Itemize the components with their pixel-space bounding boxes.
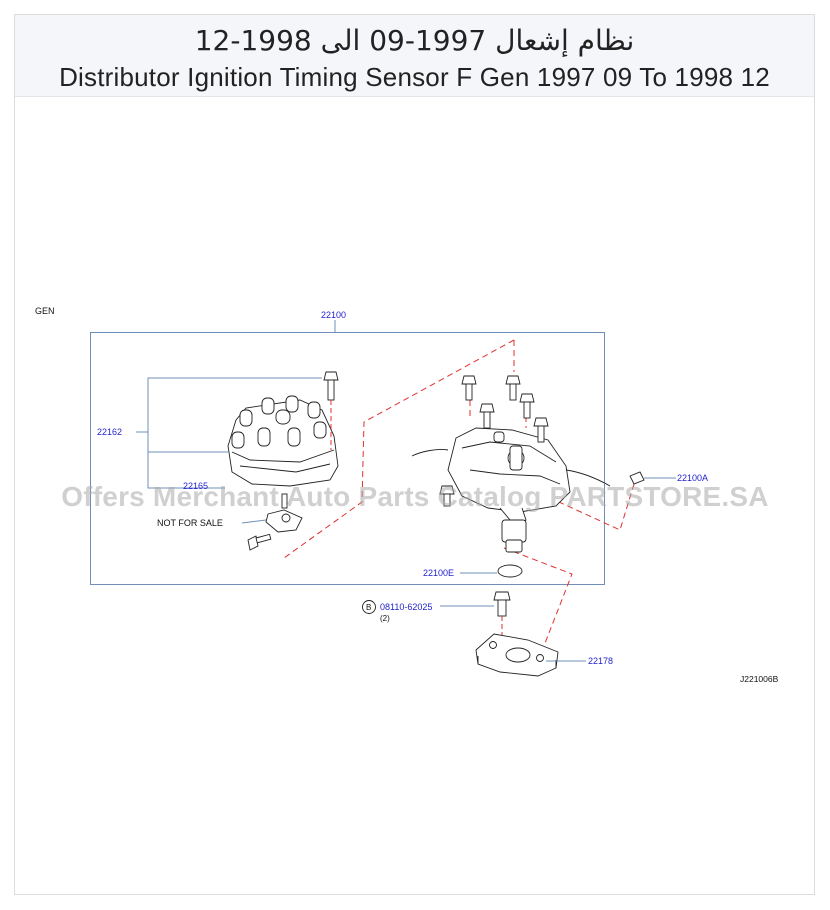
- part-label-22100[interactable]: 22100: [321, 310, 346, 320]
- part-label-08110-62025[interactable]: 08110-62025: [380, 602, 432, 612]
- not-for-sale-leader: [241, 519, 267, 524]
- part-label-22162[interactable]: 22162: [97, 427, 122, 437]
- part-label-22165[interactable]: 22165: [183, 481, 208, 491]
- body-screws-drawing: [439, 375, 645, 507]
- bolt-symbol-letter: B: [366, 603, 371, 612]
- bracket-drawing: [475, 633, 559, 677]
- bolt-drawing: [493, 591, 511, 617]
- page-header: نظام إشعال 1997-09 الى 1998-12 Distribut…: [15, 15, 814, 97]
- assembly-box: [90, 332, 605, 585]
- title-arabic: نظام إشعال 1997-09 الى 1998-12: [194, 24, 635, 57]
- distributor-cap-drawing: [227, 395, 339, 487]
- bolt-quantity: (2): [380, 614, 390, 623]
- part-label-22100E[interactable]: 22100E: [423, 568, 454, 578]
- title-english: Distributor Ignition Timing Sensor F Gen…: [59, 62, 770, 92]
- o-ring-drawing: [497, 564, 523, 578]
- alignment-dashes: [283, 339, 635, 657]
- diagram-code: J221006B: [740, 674, 779, 684]
- part-label-22178[interactable]: 22178: [588, 656, 613, 666]
- cap-bracket: [136, 377, 322, 489]
- not-for-sale-label: NOT FOR SALE: [157, 518, 223, 528]
- cap-screw-drawing: [323, 371, 339, 401]
- section-label: GEN: [35, 306, 55, 316]
- small-screw-drawing: [247, 533, 272, 551]
- part-label-22100A[interactable]: 22100A: [677, 473, 708, 483]
- rotor-drawing: [265, 493, 303, 533]
- bolt-symbol-circle: [362, 600, 376, 614]
- distributor-body-drawing: [411, 427, 611, 553]
